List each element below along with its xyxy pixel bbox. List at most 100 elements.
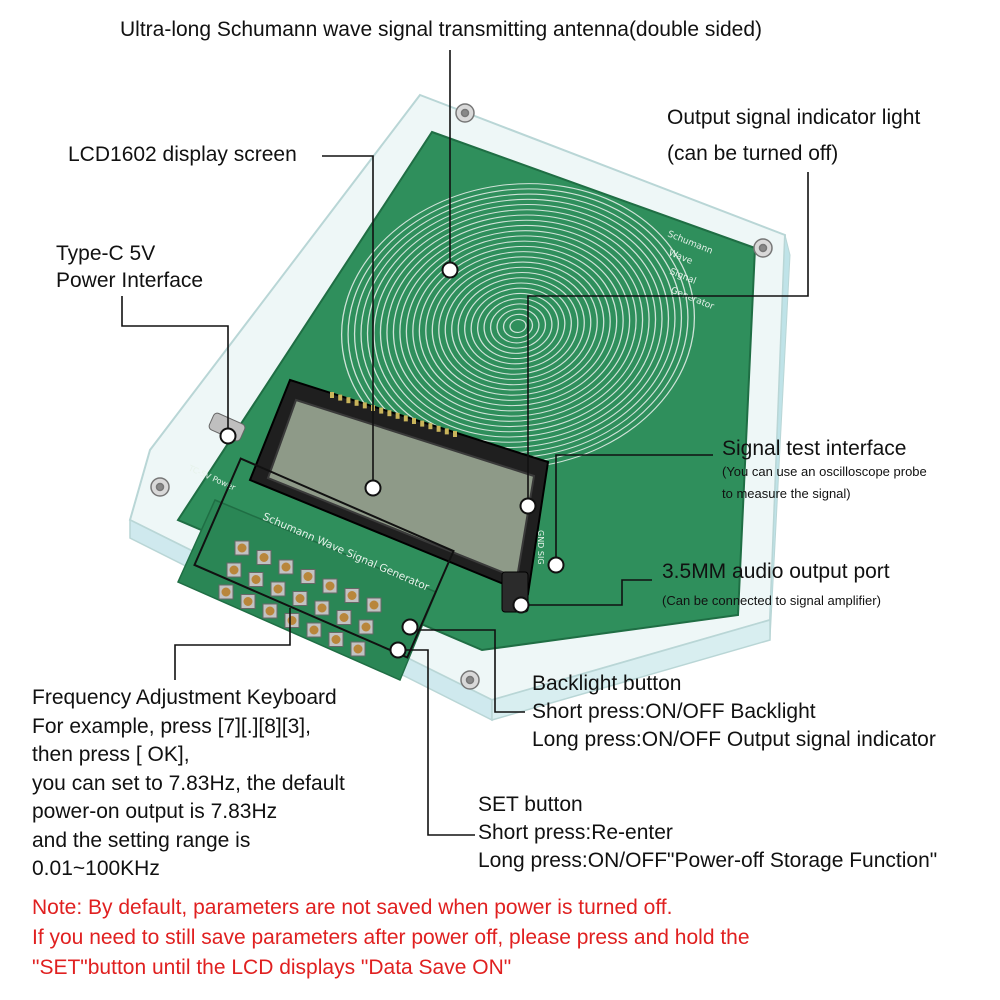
keypad-button [234,540,250,556]
antenna-ring [509,319,527,333]
antenna-ring [438,261,598,391]
note-line-1: Note: By default, parameters are not sav… [32,896,673,919]
keypad-button [262,603,278,619]
lcd-pin [387,410,392,417]
antenna-ring [470,287,566,365]
callout-markers [219,261,565,659]
lcd-pin [453,431,457,437]
antenna-ring [353,193,683,459]
lcd-pin [436,425,441,432]
antenna-label: Ultra-long Schumann wave signal transmit… [120,18,763,41]
keypad-button [328,632,344,647]
backlight-line: Backlight button [532,672,682,695]
keypad-button [300,569,316,584]
antenna-ring [360,198,676,454]
antenna-ring [412,240,624,412]
backlight-line: Short press:ON/OFF Backlight [532,700,816,723]
keypad-button [306,622,322,638]
antenna-ring [451,271,585,381]
antenna-ring [379,214,657,438]
standoffs [150,103,773,690]
set-button-line: Long press:ON/OFF"Power-off Storage Func… [478,849,938,872]
keypad-button [314,600,330,616]
lcd-pin [444,428,449,435]
indicator-subtitle: (can be turned off) [667,142,839,165]
keyboard-line: and the setting range is [32,828,251,852]
lcd-pin [346,397,351,404]
audio-subtitle: (Can be connected to signal amplifier) [662,593,881,608]
antenna-ring [489,303,547,349]
lcd-pin [428,423,433,430]
signal-test-sub-2: to measure the signal) [722,486,851,501]
keypad-button [218,584,234,600]
keyboard-callout: Frequency Adjustment Keyboard For exampl… [32,684,345,884]
antenna-ring [476,292,560,360]
keyboard-line: then press [ OK], [32,743,190,766]
keypad-button [226,562,242,578]
keypad-button [270,581,286,597]
set-button-line: SET button [478,793,583,816]
type-c-label-line-2: Power Interface [56,269,204,292]
antenna-ring [373,209,663,443]
antenna-marker [441,261,459,279]
keypad-button [240,594,256,609]
keyboard-line: 0.01~100KHz [32,857,160,880]
keypad-button [350,641,366,657]
signal-test-marker [547,556,565,574]
probe-label: GND SIG [536,530,545,565]
antenna-ring [496,308,540,344]
backlight-line: Long press:ON/OFF Output signal indicato… [532,728,936,751]
lcd-pin [403,415,408,422]
indicator-marker [519,497,537,515]
indicator-title: Output signal indicator light [667,106,921,129]
signal-test-title: Signal test interface [722,437,907,460]
keypad-button [248,572,264,587]
antenna-ring [444,266,592,386]
set-marker [389,641,407,659]
keypad-button [366,597,382,613]
lcd-marker [364,479,382,497]
antenna-ring [483,298,553,354]
lcd-pin [420,420,425,427]
keyboard-line: For example, press [7][.][8][3], [32,714,311,738]
backlight-marker [401,618,419,636]
keyboard-line: power-on output is 7.83Hz [32,800,278,823]
lcd-pin [395,412,400,419]
antenna-ring [399,230,637,422]
note-line-2: If you need to still save parameters aft… [32,926,750,949]
type-c-label-line-1: Type-C 5V [56,242,156,265]
antenna-ring [502,313,534,339]
antenna-ring [457,277,579,375]
audio-marker [512,596,530,614]
backlight-callout: Backlight button Short press:ON/OFF Back… [532,670,936,753]
lcd-pin [362,402,367,409]
spiral-antenna [340,183,696,469]
keyboard-line: you can set to 7.83Hz, the default [32,771,345,795]
antenna-ring [418,245,618,407]
keypad-button [292,591,308,606]
leader-lines [121,50,809,836]
keypad-button [322,578,338,594]
keypad-button [256,550,272,565]
keypad-button [278,559,294,575]
lcd-label: LCD1602 display screen [68,143,297,166]
keyboard-line: Frequency Adjustment Keyboard [32,686,337,709]
lcd-pin [412,418,416,424]
set-button-line: Short press:Re-enter [478,821,673,844]
lcd-pin [338,394,343,401]
keypad-button [336,610,352,625]
type-c-marker [219,427,237,445]
antenna-ring [392,224,644,428]
antenna-ring [386,219,650,433]
audio-title: 3.5MM audio output port [662,560,890,583]
lcd-header-pins [330,392,457,437]
keypad-button [358,619,374,635]
note-line-3: "SET"button until the LCD displays "Data… [32,956,512,979]
antenna-ring [405,235,631,417]
set-button-callout: SET button Short press:Re-enter Long pre… [478,791,937,875]
lcd-pin [379,407,384,414]
lcd-pin [354,399,359,406]
lcd-pin [330,392,334,398]
antenna-ring [464,282,572,370]
